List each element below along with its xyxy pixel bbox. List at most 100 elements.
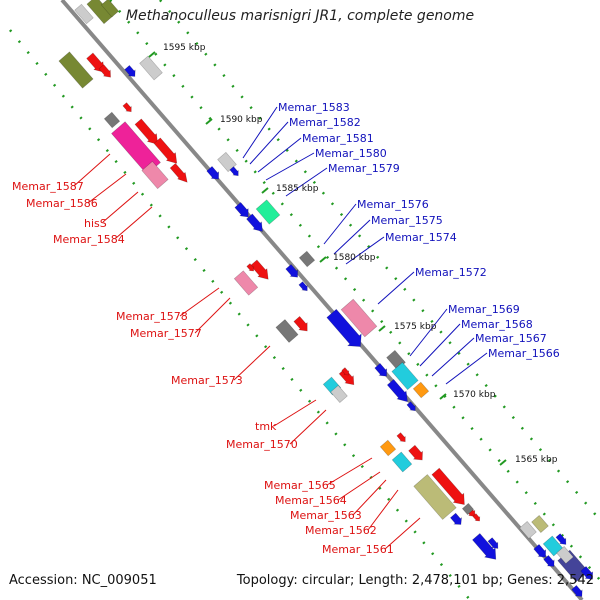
gene-feature <box>74 3 94 25</box>
callout-line <box>265 152 315 181</box>
gene-features <box>58 0 594 597</box>
gene-label: Memar_1580 <box>315 147 387 160</box>
gene-label: Memar_1584 <box>53 233 125 246</box>
gene-feature <box>580 565 594 580</box>
gene-label: Memar_1561 <box>322 543 394 556</box>
gene-feature <box>298 281 308 292</box>
gene-feature <box>472 513 481 522</box>
accession-label: Accession: NC_009051 <box>9 573 157 588</box>
gene-feature <box>543 554 555 567</box>
gene-label: Memar_1577 <box>130 327 202 340</box>
gene-label: Memar_1563 <box>290 509 362 522</box>
callout-line <box>323 203 357 245</box>
callout-line <box>384 517 421 550</box>
gene-feature <box>233 270 259 296</box>
gene-label: Memar_1582 <box>289 116 361 129</box>
scale-tick-mark <box>148 51 156 58</box>
gene-feature <box>408 444 423 461</box>
gene-feature <box>449 512 462 525</box>
gene-label: Memar_1572 <box>415 266 487 279</box>
callout-line <box>194 297 231 334</box>
callout-line <box>273 399 317 427</box>
gene-label: Memar_1578 <box>116 310 188 323</box>
guide-line-outer-right <box>109 0 600 581</box>
gene-label: hisS <box>84 217 107 230</box>
callout-line <box>326 457 373 486</box>
guide-line-far-right <box>159 0 600 521</box>
scale-tick-1565: 1565 kbp <box>515 455 558 465</box>
gene-label: Memar_1576 <box>357 198 429 211</box>
callout-line <box>87 173 127 204</box>
callout-line <box>445 352 488 385</box>
scale-tick-mark <box>261 187 269 194</box>
gene-label: Memar_1565 <box>264 479 336 492</box>
callout-line <box>242 106 278 159</box>
callout-line <box>337 471 381 501</box>
genome-summary: Topology: circular; Length: 2,478,101 bp… <box>236 573 594 588</box>
gene-feature <box>341 367 350 376</box>
gene-label: Memar_1574 <box>385 231 457 244</box>
gene-label: Memar_1579 <box>328 162 400 175</box>
gene-feature <box>255 199 281 225</box>
callout-line <box>431 337 475 377</box>
gene-feature <box>246 213 263 232</box>
gene-feature <box>412 381 430 399</box>
scale-tick-1580: 1580 kbp <box>333 253 376 263</box>
callout-line <box>285 167 328 197</box>
gene-feature <box>229 166 239 177</box>
gene-feature <box>374 362 388 377</box>
gene-feature <box>386 379 408 403</box>
gene-feature <box>275 319 299 343</box>
gene-label: Memar_1569 <box>448 303 520 316</box>
gene-feature <box>472 533 497 560</box>
gene-feature <box>571 584 583 597</box>
scale-tick-1595: 1595 kbp <box>163 43 206 53</box>
callout-line <box>115 206 153 239</box>
gene-feature <box>298 250 316 268</box>
gene-feature <box>103 111 121 129</box>
callout-line <box>377 271 415 305</box>
gene-feature <box>533 543 547 558</box>
gene-label: Memar_1581 <box>302 132 374 145</box>
callout-line <box>179 287 220 317</box>
gene-label: Memar_1587 <box>12 180 84 193</box>
label-callouts <box>73 51 507 550</box>
gene-feature <box>293 316 308 332</box>
genome-backbone <box>60 0 584 600</box>
callout-line <box>367 489 399 531</box>
scale-tick-mark <box>205 118 213 125</box>
callout-line <box>73 153 111 187</box>
gene-feature <box>234 202 249 218</box>
gene-feature <box>122 102 132 113</box>
gene-label: tmk <box>255 420 277 433</box>
gene-feature <box>519 521 537 539</box>
gene-feature <box>487 537 499 549</box>
diagram-title: Methanoculleus marisnigri JR1, complete … <box>125 8 475 24</box>
gene-feature <box>139 55 163 81</box>
gene-feature <box>340 298 378 338</box>
gene-feature <box>285 263 299 278</box>
gene-label: Memar_1562 <box>305 524 377 537</box>
callout-line <box>352 479 387 516</box>
scale-tick-1570: 1570 kbp <box>453 390 496 400</box>
scale-tick-mark <box>378 325 386 332</box>
gene-label: Memar_1566 <box>488 347 560 360</box>
gene-feature <box>134 118 159 145</box>
gene-label: Memar_1564 <box>275 494 347 507</box>
gene-label: Memar_1567 <box>475 332 547 345</box>
gene-feature <box>169 162 188 183</box>
gene-feature <box>326 308 362 347</box>
gene-label: Memar_1570 <box>226 438 298 451</box>
scale-tick-mark <box>439 393 447 400</box>
gene-feature <box>391 451 413 473</box>
scale-tick-1590: 1590 kbp <box>220 115 263 125</box>
gene-feature <box>246 263 255 272</box>
callout-line <box>249 121 289 165</box>
gene-feature <box>379 439 397 457</box>
gene-feature <box>86 52 105 73</box>
gene-feature <box>124 64 136 77</box>
gene-feature <box>461 502 475 516</box>
gene-feature <box>100 0 120 18</box>
callout-line <box>102 191 139 223</box>
